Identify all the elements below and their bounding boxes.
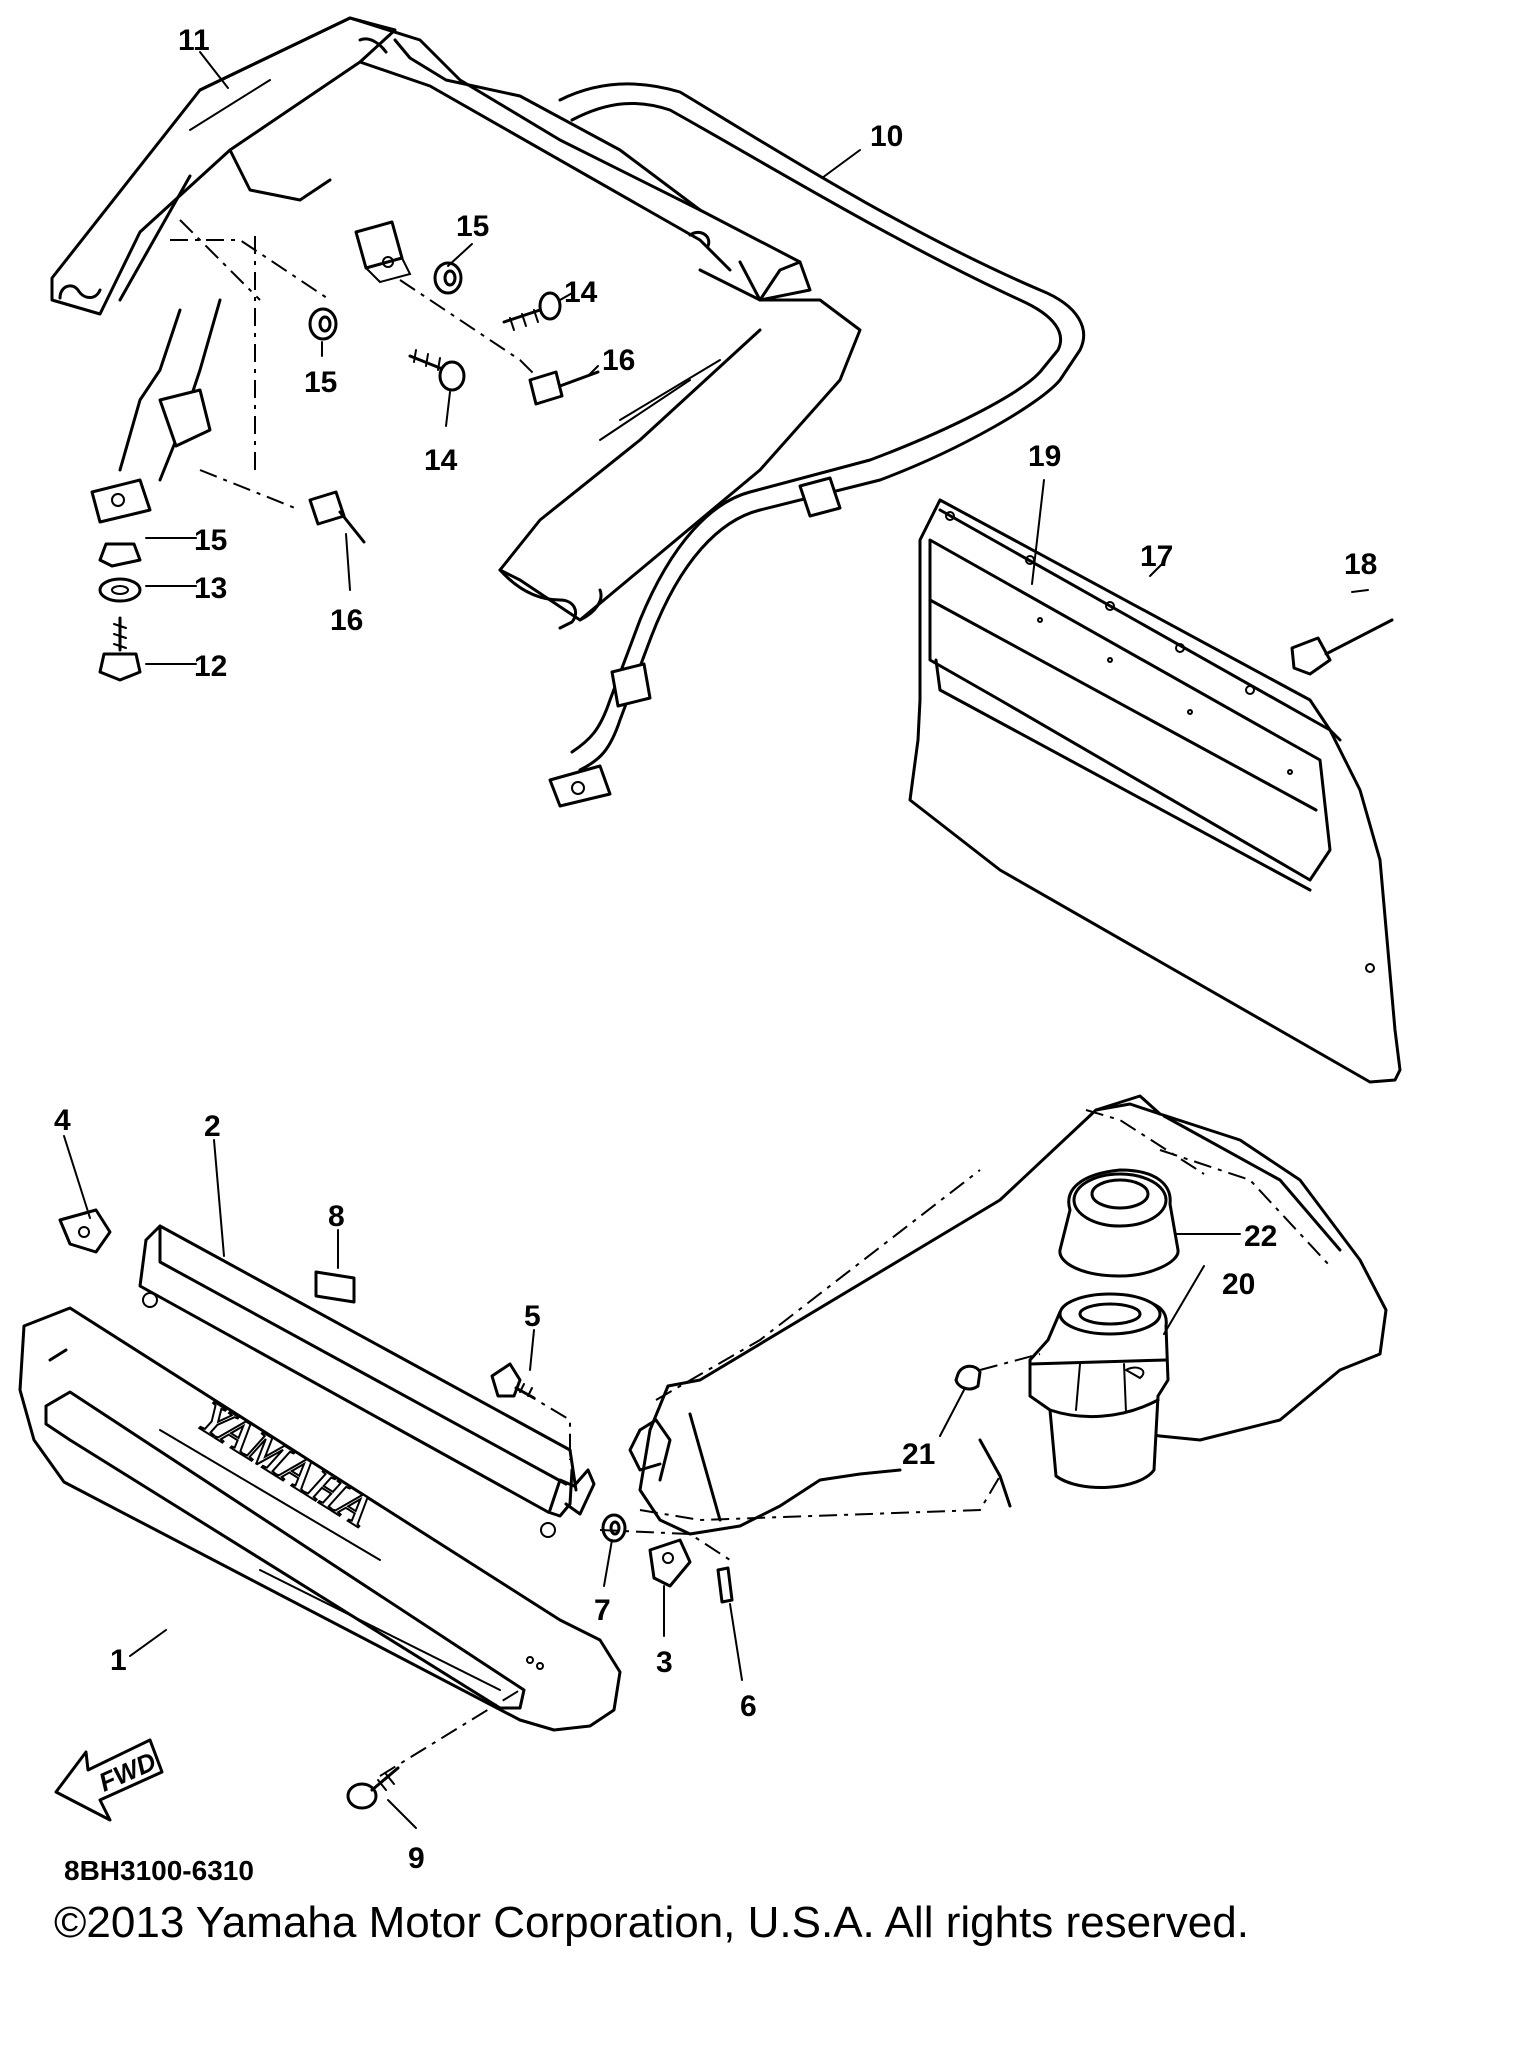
callout-1: 1 [110, 1644, 127, 1677]
callout-8: 8 [328, 1200, 345, 1233]
part-6-pin [716, 1566, 734, 1604]
callout-9: 9 [408, 1842, 425, 1875]
callout-2: 2 [204, 1110, 221, 1143]
washer-13 [98, 577, 142, 603]
rivet-16a [528, 370, 564, 406]
callout-14: 14 [564, 276, 598, 309]
callout-18: 18 [1344, 548, 1377, 581]
callout-14: 14 [424, 444, 458, 477]
upper-fasteners [98, 261, 600, 682]
callout-19: 19 [1028, 440, 1061, 473]
part-7-washer [601, 1513, 627, 1543]
callout-21: 21 [902, 1438, 935, 1471]
callout-16: 16 [602, 344, 635, 377]
assembly-lines-upper [170, 219, 541, 511]
callout-12: 12 [194, 650, 227, 683]
rivet-16b [308, 490, 346, 526]
part-4-plate [58, 1208, 112, 1254]
leader-lines [63, 51, 1369, 1829]
callout-11: 11 [178, 24, 210, 57]
callout-10: 10 [870, 120, 903, 153]
part-17-side-cover [908, 498, 1402, 1084]
callout-6: 6 [740, 1690, 757, 1723]
callout-15: 15 [456, 210, 489, 243]
part-11-rack-frame [50, 16, 862, 630]
part-10-grab-rail [548, 82, 1086, 808]
part-2-bracket [138, 1224, 596, 1538]
part-21-plug [954, 1364, 982, 1391]
callout-5: 5 [524, 1300, 541, 1333]
part-code: 8BH3100-6310 [64, 1855, 254, 1886]
callout-20: 20 [1222, 1268, 1255, 1301]
nut-15 [98, 542, 142, 568]
callout-13: 13 [194, 572, 227, 605]
callout-16: 16 [330, 604, 363, 637]
part-9-screw [346, 1766, 400, 1810]
callout-17: 17 [1140, 540, 1173, 573]
callout-4: 4 [54, 1104, 71, 1137]
copyright-notice: ©2013 Yamaha Motor Corporation, U.S.A. A… [54, 1898, 1249, 1947]
fuel-tank [628, 1094, 1388, 1536]
part-5-screw [490, 1362, 536, 1400]
callout-3: 3 [656, 1646, 673, 1679]
part-3-clip [648, 1538, 692, 1588]
callout-15: 15 [194, 524, 227, 557]
part-18-rivet [1290, 618, 1394, 676]
assembly-lines-lower [379, 1109, 1331, 1777]
callout-labels: 11 10 15 15 14 14 16 15 13 12 16 19 17 1… [54, 24, 1377, 1875]
callout-22: 22 [1244, 1220, 1277, 1253]
part-20-filler-neck [1028, 1292, 1170, 1489]
part-22-cushion [1058, 1168, 1180, 1278]
part-8-label [314, 1270, 356, 1304]
callout-15: 15 [304, 366, 337, 399]
callout-7: 7 [594, 1594, 611, 1627]
forward-arrow: FWD [54, 1738, 164, 1822]
rack-bracket [354, 220, 412, 284]
